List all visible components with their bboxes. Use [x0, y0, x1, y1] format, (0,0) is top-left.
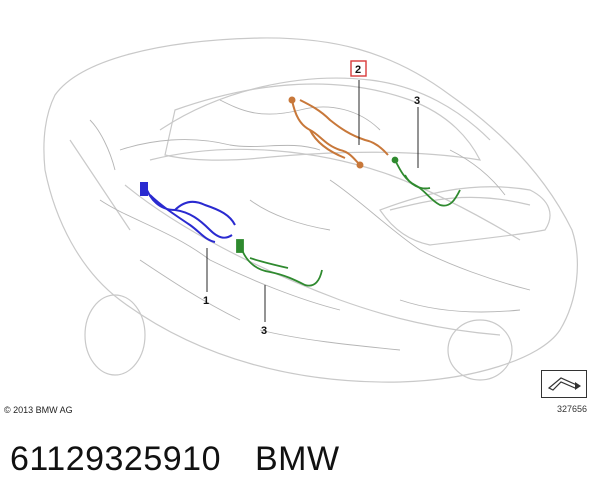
car-outline — [43, 37, 578, 383]
part-number: 61129325910 — [10, 440, 221, 478]
harness-3-rear — [391, 156, 461, 207]
leader-lines — [206, 80, 419, 322]
harness-1 — [140, 182, 236, 243]
callout-label: 2 — [355, 64, 361, 76]
part-caption: 61129325910 BMW — [10, 440, 340, 479]
copyright-text: © 2013 BMW AG — [4, 405, 73, 415]
wiring-harness-diagram: 1 2 3 3 — [43, 37, 578, 383]
arrow-icon — [541, 370, 587, 398]
brand-name: BMW — [254, 440, 340, 478]
reference-number: 327656 — [557, 404, 588, 414]
callout-label: 3 — [414, 95, 420, 107]
background-harness — [89, 99, 531, 351]
harness-2 — [288, 96, 389, 169]
callout-label: 3 — [261, 325, 267, 337]
callout-label: 1 — [203, 295, 209, 307]
callout-highlight-box — [350, 60, 367, 77]
harness-3-side — [236, 239, 323, 287]
